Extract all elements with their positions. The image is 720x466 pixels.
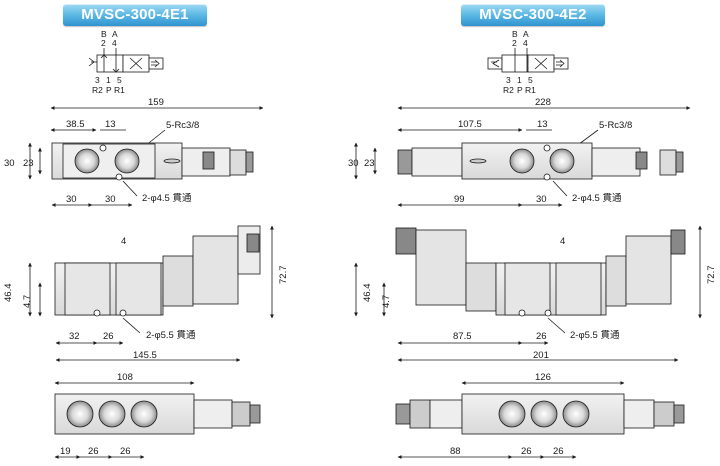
side-view-left: 4 46.4 4.7 72.7 32 26 2-φ5.5 貫通 145.5 [3, 225, 289, 362]
top-view-right: 228 107.5 13 5-Rc3/8 30 23 99 30 2-φ4.5 … [348, 97, 691, 207]
bottom-view-right: 126 88 26 26 [395, 372, 685, 459]
mount-label-side-right: 2-φ5.5 貫通 [570, 330, 620, 341]
symbol-r1-right: R1 [525, 85, 536, 95]
symbol-num-5-right: 5 [528, 75, 533, 85]
dim-first-left: 38.5 [66, 119, 85, 130]
symbol-label-a: A [112, 29, 118, 39]
symbol-label-b-right: B [512, 29, 518, 39]
dim-c-bottom-right: 26 [553, 446, 564, 457]
symbol-left: B A 2 4 3 1 5 R2 P R1 [88, 29, 164, 95]
dim-h-outer-left: 30 [4, 158, 15, 169]
dim-total-height-right: 72.7 [706, 266, 717, 285]
dim-overall-right: 228 [535, 97, 551, 108]
dim-small-right: 4.7 [381, 295, 392, 308]
side-view-right: 4 46.4 4.7 72.7 87.5 26 2-φ5.5 貫通 201 [354, 225, 717, 362]
mount-label-top-right: 2-φ4.5 貫通 [572, 193, 622, 204]
port-label-right: 5-Rc3/8 [599, 120, 632, 131]
symbol-p: P [106, 85, 112, 95]
symbol-num-2-right: 2 [512, 38, 517, 48]
symbol-num-2: 2 [101, 38, 106, 48]
dim-second-right: 13 [537, 119, 548, 130]
dim-total-height-left: 72.7 [278, 266, 289, 285]
dim-width-bottom-left: 108 [117, 372, 133, 383]
model-title-left: MVSC-300-4E1 [63, 4, 207, 26]
dim-pitch-b-left: 30 [105, 194, 116, 205]
mount-label-side-left: 2-φ5.5 貫通 [146, 330, 196, 341]
top-view-left: 159 38.5 13 5-Rc3/8 30 23 30 30 2-φ4.5 貫… [4, 97, 264, 207]
symbol-r1: R1 [114, 85, 125, 95]
dim-pitch-a-left: 30 [66, 194, 77, 205]
symbol-num-4-right: 4 [523, 38, 528, 48]
symbol-label-b: B [101, 29, 107, 39]
dim-pitch-side-right: 26 [536, 331, 547, 342]
model-title-right: MVSC-300-4E2 [461, 4, 605, 26]
symbol-num-1: 1 [106, 75, 111, 85]
symbol-num-1-right: 1 [517, 75, 522, 85]
dim-h-inner-right: 23 [364, 158, 375, 169]
dim-width-bottom-right: 126 [535, 372, 551, 383]
dim-pitch-side-left: 26 [103, 331, 114, 342]
symbol-num-4: 4 [112, 38, 117, 48]
symbol-p-right: P [517, 85, 523, 95]
bottom-view-left: 108 19 26 26 [54, 372, 261, 459]
dim-h-inner-left: 23 [23, 158, 34, 169]
symbol-r2-right: R2 [503, 85, 514, 95]
dim-overall-side-left: 145.5 [133, 350, 157, 361]
dim-small-left: 4.7 [22, 295, 33, 308]
dim-left-side-left: 32 [69, 331, 80, 342]
symbol-num-3: 3 [95, 75, 100, 85]
symbol-num-3-right: 3 [506, 75, 511, 85]
symbol-num-5: 5 [117, 75, 122, 85]
dim-left-side-right: 87.5 [453, 331, 472, 342]
dim-overall-left: 159 [148, 97, 164, 108]
symbol-right: B A 2 4 3 1 5 R2 P R1 [487, 29, 569, 95]
dim-b-bottom-left: 26 [88, 446, 99, 457]
dim-a-bottom-left: 19 [60, 446, 71, 457]
dim-a-bottom-right: 88 [450, 446, 461, 457]
dim-top-right: 4 [560, 236, 565, 247]
dim-second-left: 13 [105, 119, 116, 130]
dim-overall-side-right: 201 [533, 350, 549, 361]
dim-height-right: 46.4 [362, 284, 373, 303]
dim-height-left: 46.4 [3, 284, 14, 303]
mount-label-top-left: 2-φ4.5 貫通 [142, 193, 192, 204]
port-label-left: 5-Rc3/8 [166, 120, 199, 131]
dim-pitch-a-right: 99 [454, 194, 465, 205]
dim-pitch-b-right: 30 [536, 194, 547, 205]
dim-h-outer-right: 30 [348, 158, 359, 169]
symbol-r2: R2 [92, 85, 103, 95]
dim-b-bottom-right: 26 [521, 446, 532, 457]
symbol-label-a-right: A [523, 29, 529, 39]
dim-first-right: 107.5 [458, 119, 482, 130]
dim-c-bottom-left: 26 [120, 446, 131, 457]
dim-top-left: 4 [121, 236, 126, 247]
